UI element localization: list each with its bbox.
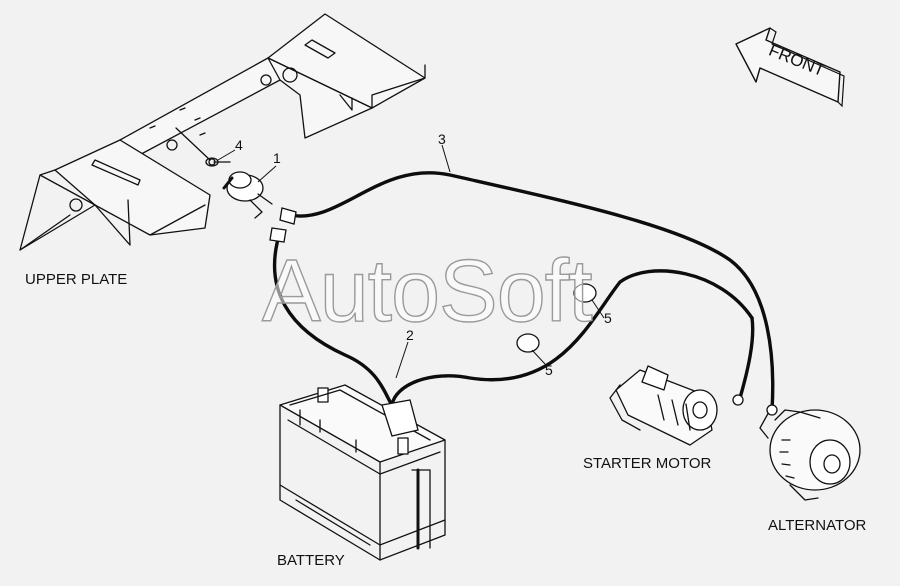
callout-1: 1 bbox=[273, 150, 281, 166]
ring-terminal-alternator bbox=[766, 404, 778, 416]
callout-2: 2 bbox=[406, 327, 414, 343]
clamp-5-lower bbox=[516, 333, 540, 353]
starter-motor bbox=[609, 365, 718, 446]
ring-terminal-starter bbox=[732, 394, 744, 406]
alternator bbox=[759, 409, 861, 501]
key-switch bbox=[205, 157, 273, 219]
callout-5-lower: 5 bbox=[545, 362, 553, 378]
callout-3: 3 bbox=[438, 131, 446, 147]
cable-3 bbox=[288, 171, 775, 412]
upper-plate-label: UPPER PLATE bbox=[25, 271, 128, 288]
battery-boot bbox=[381, 399, 419, 437]
battery bbox=[279, 384, 446, 561]
cable-terminal-a bbox=[279, 207, 297, 225]
alternator-label: ALTERNATOR bbox=[768, 517, 867, 534]
callout-4: 4 bbox=[235, 137, 243, 153]
callout-5-upper: 5 bbox=[604, 310, 612, 326]
cable-terminal-b bbox=[269, 227, 287, 243]
front-arrow: FRONT bbox=[735, 27, 845, 108]
starter-motor-label: STARTER MOTOR bbox=[583, 455, 712, 472]
upper-plate-bracket bbox=[19, 13, 426, 251]
cable-2-lead bbox=[390, 269, 754, 407]
cable-2 bbox=[272, 230, 394, 407]
clamp-5-upper bbox=[573, 283, 597, 303]
cable-3-branch bbox=[738, 316, 755, 400]
battery-label: BATTERY bbox=[277, 552, 345, 569]
